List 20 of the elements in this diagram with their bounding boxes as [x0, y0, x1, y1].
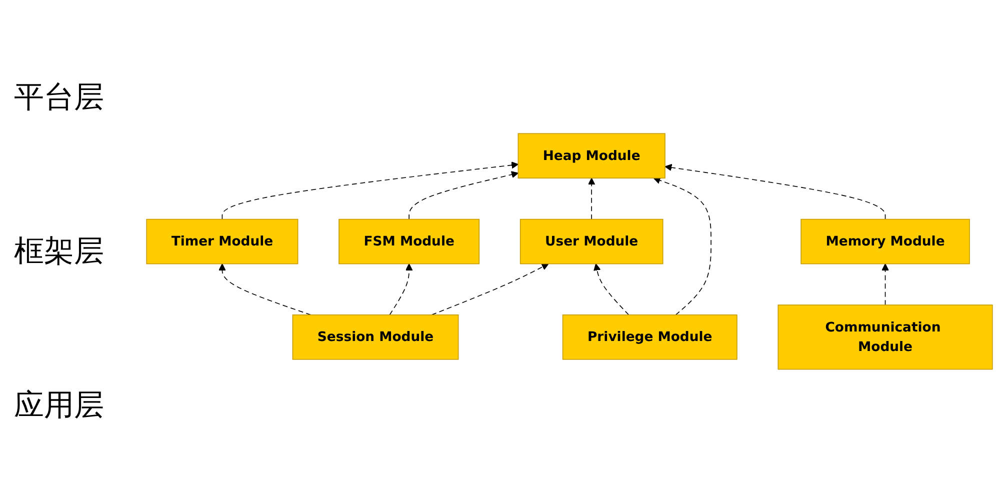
- arrow: [408, 170, 518, 220]
- arrow: [653, 176, 712, 315]
- arrow: [588, 177, 596, 220]
- node-box: Heap Module: [518, 132, 666, 178]
- layer-label: 框架层: [13, 232, 105, 270]
- node-box: Communication Module: [778, 304, 993, 370]
- arrow: [222, 161, 518, 220]
- arrow: [664, 163, 886, 220]
- node-box: FSM Module: [338, 218, 480, 264]
- node-box: Session Module: [292, 314, 459, 360]
- node-box: Timer Module: [146, 218, 298, 264]
- node-box: Memory Module: [800, 218, 970, 264]
- layer-label: 平台层: [13, 78, 105, 116]
- arrow: [389, 263, 413, 315]
- node-box: User Module: [520, 218, 664, 264]
- node-box: Privilege Module: [562, 314, 738, 360]
- arrow: [882, 263, 889, 305]
- arrow: [594, 263, 630, 315]
- layer-label: 应用层: [13, 386, 105, 424]
- arrow: [431, 263, 549, 315]
